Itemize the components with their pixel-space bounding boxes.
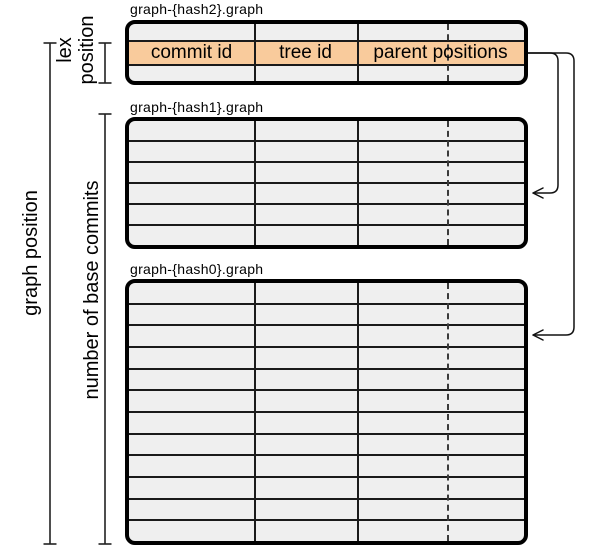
- graph-position-label: graph position: [20, 190, 42, 316]
- commit-id-cell: commit id: [150, 41, 233, 63]
- table-row: [129, 348, 524, 370]
- table-hash1-filename: graph-{hash1}.graph: [130, 99, 264, 115]
- table-rows: commit id tree id parent positions: [129, 24, 524, 81]
- table-row: [129, 142, 524, 163]
- table-row: [129, 391, 524, 414]
- column-divider: [254, 24, 256, 81]
- table-rows: [129, 283, 524, 541]
- table-row: [129, 226, 524, 245]
- table-hash0: [125, 279, 528, 545]
- parent-positions-cell: parent positions: [373, 41, 508, 63]
- column-divider: [357, 24, 359, 81]
- table-row: [129, 500, 524, 522]
- commit-record-row: commit id tree id parent positions: [129, 41, 524, 66]
- table-row: [129, 66, 524, 82]
- table-row: [129, 24, 524, 42]
- column-divider: [254, 121, 256, 245]
- table-row: [129, 163, 524, 184]
- column-divider: [357, 121, 359, 245]
- table-row: [129, 370, 524, 392]
- arrowhead-icon: [532, 329, 544, 341]
- table-row: [129, 521, 524, 541]
- column-divider: [254, 283, 256, 541]
- graph-position-bracket: [43, 42, 57, 545]
- table-rows: [129, 121, 524, 245]
- base-commits-label: number of base commits: [81, 180, 103, 400]
- dashed-column-divider: [447, 121, 449, 245]
- table-row: [129, 305, 524, 327]
- table-row: [129, 413, 524, 435]
- table-hash0-filename: graph-{hash0}.graph: [130, 261, 264, 277]
- table-row: [129, 326, 524, 349]
- table-row: [129, 478, 524, 500]
- arrowhead-icon: [532, 187, 544, 199]
- table-row: [129, 456, 524, 479]
- lex-position-bracket: [98, 42, 112, 84]
- lex-position-label-line2: position: [76, 15, 98, 85]
- table-row: [129, 283, 524, 305]
- arrow-to-hash0-table: [527, 52, 575, 341]
- lex-position-label: lex position: [54, 2, 98, 98]
- arrow-to-hash1-table: [527, 52, 559, 199]
- table-hash2: commit id tree id parent positions: [125, 20, 528, 85]
- table-hash1: [125, 117, 528, 249]
- dashed-column-divider: [447, 24, 449, 81]
- table-row: [129, 205, 524, 226]
- table-row: [129, 121, 524, 142]
- table-hash2-filename: graph-{hash2}.graph: [130, 1, 264, 17]
- tree-id-cell: tree id: [279, 41, 332, 63]
- dashed-column-divider: [447, 283, 449, 541]
- table-row: [129, 184, 524, 205]
- table-row: [129, 435, 524, 457]
- lex-position-label-line1: lex: [54, 37, 76, 63]
- column-divider: [357, 283, 359, 541]
